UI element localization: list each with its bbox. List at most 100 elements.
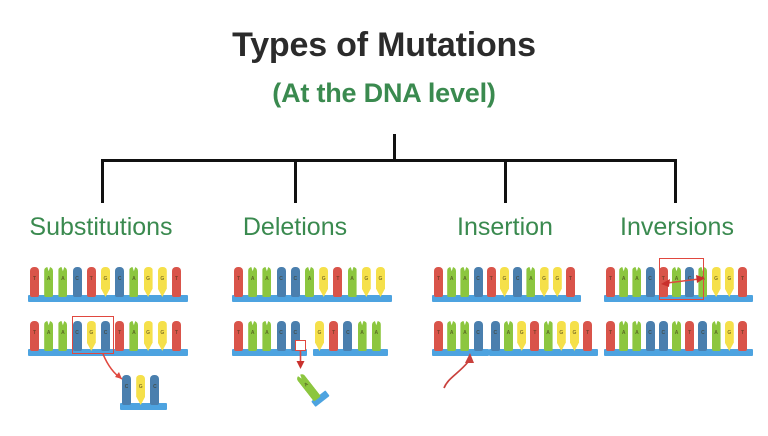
nucleotide-letter: A — [621, 330, 626, 336]
nucleotide-letter: T — [436, 330, 441, 336]
nucleotide-body — [619, 267, 629, 297]
nucleotide-letter: G — [146, 330, 151, 336]
nucleotide-body — [319, 267, 329, 297]
nucleotide-letter: T — [336, 276, 340, 282]
connector-drop-insertion — [504, 159, 507, 203]
nucleotide-c: C — [72, 321, 82, 351]
dna-backbone — [120, 403, 167, 410]
nucleotide-body — [172, 267, 181, 297]
nucleotide-letter: A — [506, 330, 511, 336]
inversion-highlight-box — [659, 258, 704, 300]
nucleotide-g: G — [556, 321, 566, 351]
dna-backbone — [28, 295, 189, 302]
nucleotide-c: C — [150, 375, 160, 405]
nucleotide-body — [473, 267, 483, 297]
nucleotide-body — [347, 267, 357, 297]
nucleotide-body — [248, 267, 258, 297]
nucleotide-body — [115, 267, 125, 297]
nucleotide-body — [172, 321, 181, 351]
nucleotide-t: T — [172, 321, 181, 351]
nucleotide-letter: T — [118, 330, 122, 336]
nucleotide-g: G — [315, 321, 324, 351]
nucleotide-t: T — [234, 267, 243, 297]
nucleotide-body — [526, 267, 536, 297]
nucleotide-letter: A — [265, 330, 269, 336]
dna-backbone — [488, 349, 599, 356]
nucleotide-c: C — [473, 267, 483, 297]
nucleotide-a: A — [619, 267, 629, 297]
deletion-arrow-icon — [296, 350, 305, 369]
nucleotide-c: C — [645, 267, 655, 297]
nucleotide-c: C — [343, 321, 353, 351]
nucleotide-t: T — [606, 321, 615, 351]
nucleotide-letter: G — [160, 276, 165, 282]
insertion-arrow-icon — [443, 353, 474, 389]
nucleotide-t: T — [333, 267, 343, 297]
nucleotide-a: A — [672, 321, 681, 351]
nucleotide-a: A — [460, 267, 470, 297]
nucleotide-g: G — [143, 267, 153, 297]
nucleotide-c: C — [513, 267, 523, 297]
nucleotide-body — [658, 267, 668, 297]
nucleotide-a: A — [44, 267, 54, 297]
nucleotide-letter: A — [250, 276, 255, 282]
nucleotide-t: T — [685, 321, 695, 351]
nucleotide-t: T — [606, 267, 615, 297]
connector-stem — [393, 134, 396, 161]
nucleotide-body — [122, 375, 131, 405]
nucleotide-body — [101, 267, 110, 297]
nucleotide-body — [503, 321, 513, 351]
substitution-highlight-box — [72, 316, 114, 354]
nucleotide-c: C — [490, 321, 500, 351]
deletion-fragment-strand: A — [288, 361, 330, 407]
nucleotide-letter: C — [124, 384, 129, 390]
nucleotide-a: A — [129, 267, 139, 297]
page-title: Types of Mutations — [232, 26, 536, 64]
nucleotide-c: C — [101, 321, 110, 351]
nucleotide-a: A — [248, 321, 258, 351]
nucleotide-letter: C — [648, 276, 652, 282]
nucleotide-letter: A — [463, 330, 467, 336]
nucleotide-letter: A — [635, 330, 639, 336]
nucleotide-t: T — [172, 267, 181, 297]
nucleotide-letter: C — [661, 330, 666, 336]
nucleotide-letter: G — [542, 276, 547, 282]
nucleotide-t: T — [566, 267, 575, 297]
nucleotide-letter: A — [61, 276, 65, 282]
nucleotide-body — [619, 321, 629, 351]
nucleotide-letter: A — [360, 330, 364, 336]
nucleotide-a: A — [632, 267, 642, 297]
nucleotide-a: A — [357, 321, 367, 351]
nucleotide-body — [115, 321, 125, 351]
nucleotide-letter: G — [727, 330, 732, 336]
nucleotide-letter: A — [449, 276, 454, 282]
dna-backbone — [28, 349, 189, 356]
nucleotide-letter: C — [279, 330, 283, 336]
nucleotide-t: T — [30, 267, 39, 297]
nucleotide-letter: T — [174, 330, 179, 336]
nucleotide-g: G — [361, 267, 371, 297]
nucleotide-letter: A — [529, 276, 533, 282]
inversion-double-arrow-icon — [661, 275, 705, 287]
nucleotide-c: C — [115, 267, 125, 297]
nucleotide-body — [58, 321, 68, 351]
nucleotide-g: G — [724, 267, 734, 297]
nucleotide-letter: A — [307, 276, 312, 282]
nucleotide-letter: C — [346, 330, 350, 336]
nucleotide-body — [447, 321, 457, 351]
nucleotide-body — [44, 267, 54, 297]
nucleotide-letter: A — [61, 330, 65, 336]
nucleotide-t: T — [434, 321, 443, 351]
nucleotide-letter: G — [317, 330, 322, 336]
nucleotide-g: G — [569, 321, 579, 351]
nucleotide-c: C — [645, 321, 655, 351]
nucleotide-letter: T — [740, 276, 745, 282]
dna-backbone — [604, 295, 754, 302]
nucleotide-g: G — [157, 321, 167, 351]
nucleotide-letter: A — [132, 276, 136, 282]
nucleotide-body — [101, 321, 110, 351]
deletion-fragment: A — [288, 361, 330, 407]
nucleotide-body — [556, 321, 566, 351]
nucleotide-letter: A — [449, 330, 454, 336]
